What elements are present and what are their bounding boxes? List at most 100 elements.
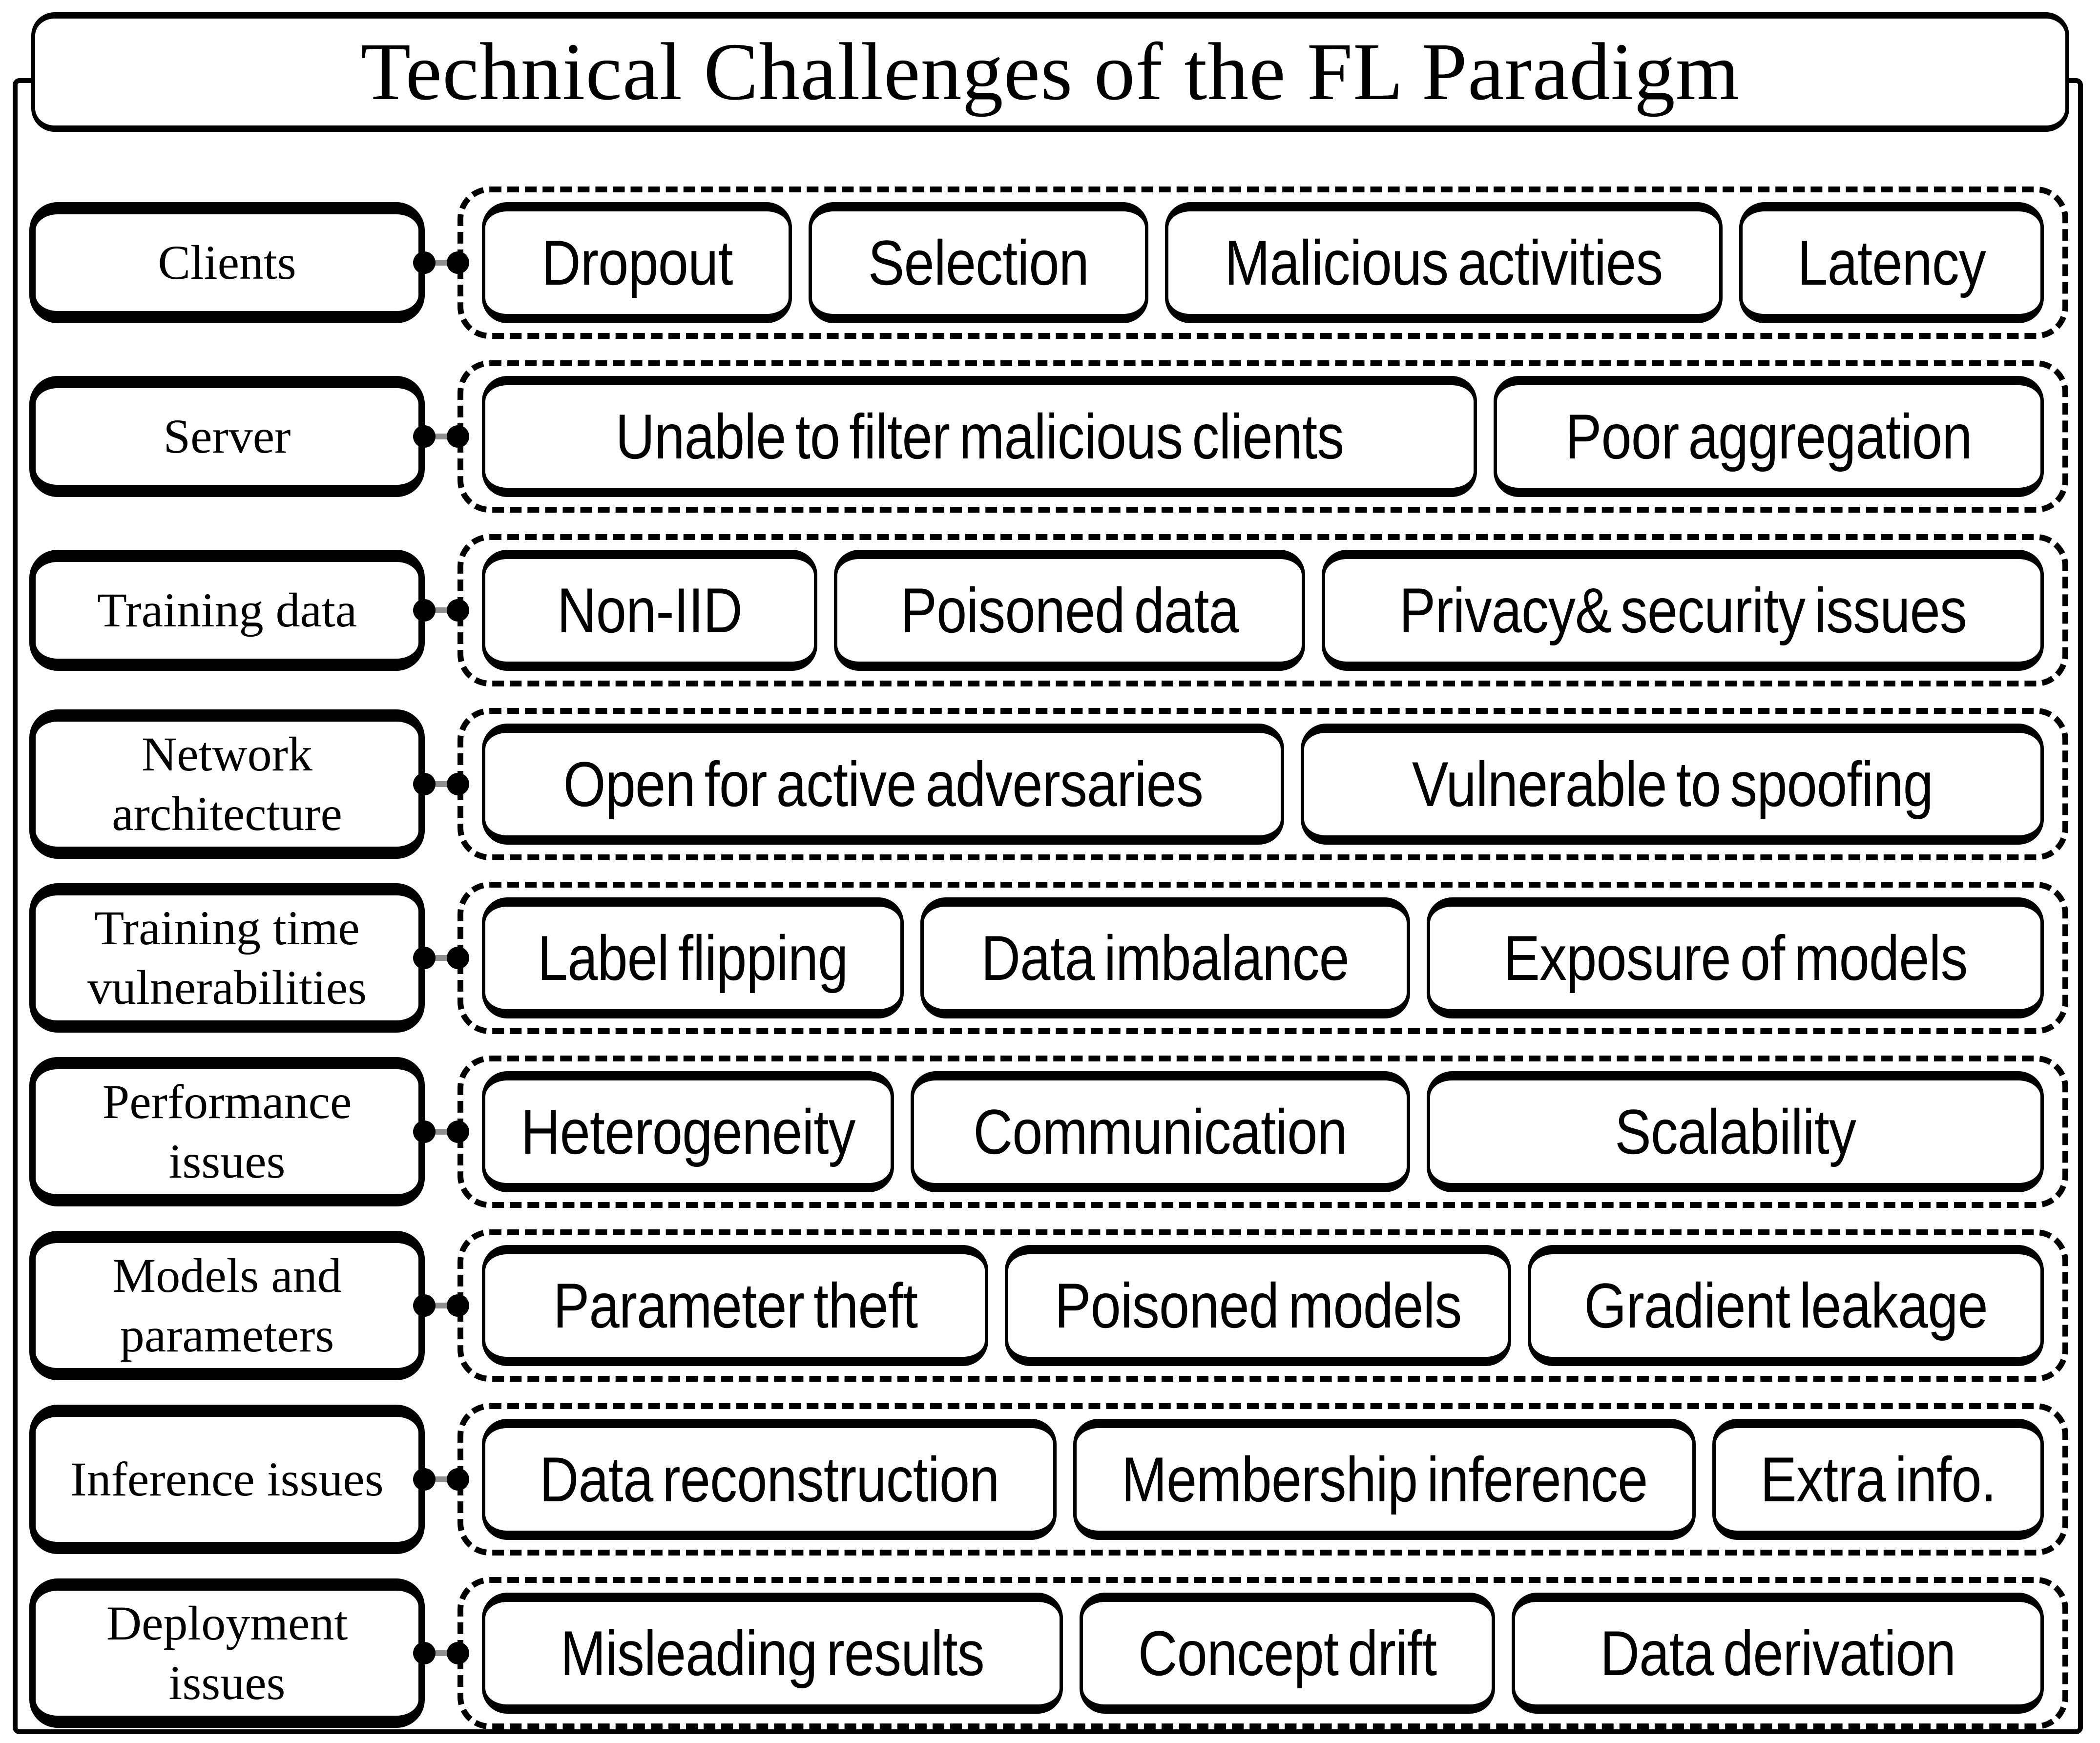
challenge-label: Privacy& security issues: [1399, 575, 1967, 646]
row-network-architecture: Network architecture Open for active adv…: [29, 708, 2068, 860]
connector: [413, 250, 469, 275]
category-box: Clients: [29, 202, 425, 323]
challenge-box: Heterogeneity: [482, 1071, 894, 1192]
link-endpoint-dot-icon: [447, 251, 469, 274]
challenge-label: Data imbalance: [981, 922, 1350, 994]
challenge-label: Gradient leakage: [1584, 1270, 1988, 1341]
challenge-box: Extra info.: [1712, 1419, 2044, 1540]
challenge-label: Vulnerable to spoofing: [1412, 748, 1934, 820]
link-endpoint-dot-icon: [447, 425, 469, 448]
challenge-box: Data reconstruction: [482, 1419, 1057, 1540]
challenge-label: Concept drift: [1138, 1618, 1437, 1689]
title-box: Technical Challenges of the FL Paradigm: [31, 12, 2069, 132]
challenge-box: Misleading results: [482, 1593, 1063, 1714]
challenge-box: Poisoned models: [1005, 1245, 1512, 1366]
challenge-box: Parameter theft: [482, 1245, 989, 1366]
link-endpoint-dot-icon: [447, 1468, 469, 1491]
challenge-group: Non-IID Poisoned data Privacy& security …: [457, 534, 2068, 686]
connector: [413, 946, 469, 970]
category-box: Training time vulnerabilities: [29, 883, 425, 1033]
challenge-label: Latency: [1797, 227, 1986, 298]
link-endpoint-dot-icon: [447, 773, 469, 795]
challenge-label: Extra info.: [1760, 1444, 1996, 1515]
link-endpoint-dot-icon: [413, 425, 436, 448]
category-box: Deployment issues: [29, 1578, 425, 1728]
category-label: Server: [163, 409, 291, 463]
challenge-label: Scalability: [1615, 1096, 1856, 1167]
challenge-label: Unable to filter malicious clients: [615, 401, 1344, 472]
challenge-label: Poisoned models: [1054, 1270, 1462, 1341]
challenge-box: Poisoned data: [834, 550, 1305, 671]
challenge-box: Label flipping: [482, 897, 904, 1018]
category-label: Performance issues: [102, 1075, 352, 1188]
row-server: Server Unable to filter malicious client…: [29, 360, 2068, 513]
category-box: Inference issues: [29, 1405, 425, 1554]
row-clients: Clients Dropout Selection Malicious acti…: [29, 187, 2068, 339]
challenge-group: Heterogeneity Communication Scalability: [457, 1056, 2068, 1208]
challenge-box: Dropout: [482, 202, 792, 323]
connector: [413, 772, 469, 796]
category-label: Inference issues: [70, 1452, 384, 1506]
challenge-box: Unable to filter malicious clients: [482, 376, 1477, 497]
link-endpoint-dot-icon: [447, 1120, 469, 1143]
link-endpoint-dot-icon: [413, 1294, 436, 1317]
challenge-group: Parameter theft Poisoned models Gradient…: [457, 1229, 2068, 1382]
figure-title: Technical Challenges of the FL Paradigm: [360, 26, 1740, 117]
link-endpoint-dot-icon: [413, 251, 436, 274]
challenge-group: Dropout Selection Malicious activities L…: [457, 187, 2068, 339]
connector: [413, 598, 469, 622]
challenge-label: Poisoned data: [900, 575, 1239, 646]
connector: [413, 1120, 469, 1144]
row-performance-issues: Performance issues Heterogeneity Communi…: [29, 1056, 2068, 1208]
challenge-box: Latency: [1739, 202, 2044, 323]
row-models-and-parameters: Models and parameters Parameter theft Po…: [29, 1229, 2068, 1382]
category-label: Clients: [158, 235, 296, 290]
link-endpoint-dot-icon: [447, 599, 469, 622]
link-endpoint-dot-icon: [413, 1468, 436, 1491]
challenge-group: Misleading results Concept drift Data de…: [457, 1577, 2068, 1729]
challenge-label: Selection: [868, 227, 1089, 298]
connector: [413, 424, 469, 449]
challenge-box: Scalability: [1427, 1071, 2044, 1192]
challenge-box: Concept drift: [1079, 1593, 1495, 1714]
challenge-group: Open for active adversaries Vulnerable t…: [457, 708, 2068, 860]
category-box: Training data: [29, 550, 425, 671]
category-label: Training data: [97, 583, 357, 637]
category-box: Performance issues: [29, 1057, 425, 1206]
challenge-group: Unable to filter malicious clients Poor …: [457, 360, 2068, 513]
challenge-box: Poor aggregation: [1493, 376, 2044, 497]
link-endpoint-dot-icon: [413, 1120, 436, 1143]
row-training-data: Training data Non-IID Poisoned data Priv…: [29, 534, 2068, 686]
challenge-box: Vulnerable to spoofing: [1301, 724, 2044, 845]
link-endpoint-dot-icon: [413, 947, 436, 969]
challenge-label: Dropout: [541, 227, 733, 298]
challenge-box: Communication: [910, 1071, 1411, 1192]
challenge-box: Malicious activities: [1165, 202, 1723, 323]
category-label: Network architecture: [112, 727, 342, 841]
link-endpoint-dot-icon: [447, 1642, 469, 1664]
category-box: Server: [29, 376, 425, 497]
category-label: Deployment issues: [106, 1596, 348, 1710]
challenge-box: Gradient leakage: [1528, 1245, 2044, 1366]
row-inference-issues: Inference issues Data reconstruction Mem…: [29, 1403, 2068, 1556]
challenge-box: Selection: [808, 202, 1149, 323]
challenge-label: Open for active adversaries: [563, 748, 1203, 820]
link-endpoint-dot-icon: [413, 773, 436, 795]
challenge-label: Non-IID: [557, 575, 743, 646]
category-label: Training time vulnerabilities: [87, 901, 367, 1015]
challenge-label: Label flipping: [538, 922, 849, 994]
link-endpoint-dot-icon: [413, 1642, 436, 1664]
challenge-label: Poor aggregation: [1565, 401, 1973, 472]
challenge-label: Heterogeneity: [520, 1096, 855, 1167]
link-endpoint-dot-icon: [447, 1294, 469, 1317]
category-box: Network architecture: [29, 709, 425, 859]
challenge-label: Parameter theft: [553, 1270, 917, 1341]
challenge-box: Data imbalance: [920, 897, 1411, 1018]
challenge-box: Membership inference: [1073, 1419, 1696, 1540]
challenge-label: Data reconstruction: [539, 1444, 1000, 1515]
challenge-label: Communication: [973, 1096, 1348, 1167]
challenge-label: Exposure of models: [1503, 922, 1968, 994]
challenge-box: Data derivation: [1511, 1593, 2044, 1714]
challenge-label: Misleading results: [560, 1618, 985, 1689]
